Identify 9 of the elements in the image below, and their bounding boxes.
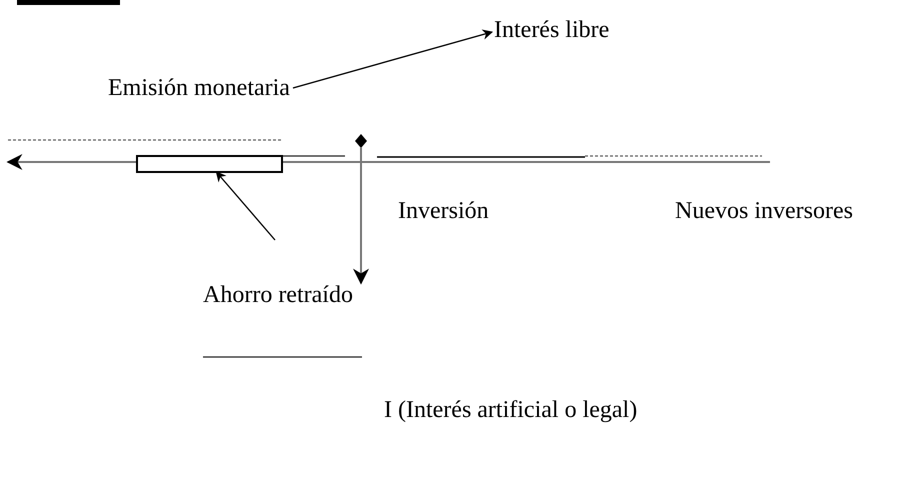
node-label: Inversión bbox=[398, 197, 523, 225]
node-label: Emisión monetaria bbox=[108, 74, 376, 102]
node-label: Ahorro retraído bbox=[203, 281, 373, 309]
arrow bbox=[292, 30, 493, 89]
node-label: I (Interés artificial o legal) bbox=[384, 396, 749, 424]
node-label: Nuevos inversores bbox=[675, 197, 910, 225]
bar-box bbox=[136, 155, 283, 173]
node-label: Interés libre bbox=[494, 16, 654, 44]
arrow bbox=[216, 171, 276, 240]
